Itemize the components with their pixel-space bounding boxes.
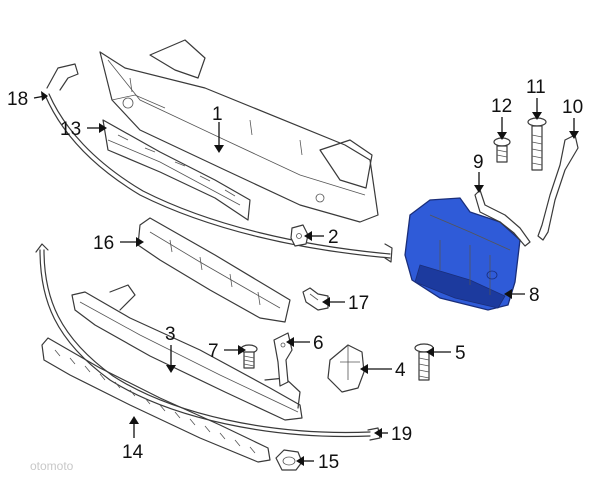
- part-7-bolt: [240, 344, 258, 369]
- callout-labels: 1 2 3 4 5 6 7 8 9 10 11 12 13 14 15 16 1…: [7, 77, 583, 473]
- part-14-grille: [41, 337, 271, 463]
- callout-10: 10: [562, 97, 583, 118]
- watermark-text: otomoto: [30, 459, 74, 473]
- part-9-bracket-strip: [474, 189, 531, 247]
- arrow-17: [322, 297, 330, 307]
- arrow-9: [474, 185, 484, 193]
- callout-9: 9: [473, 152, 484, 173]
- arrow-13: [99, 123, 107, 133]
- arrow-3: [166, 365, 176, 373]
- part-11-bolt: [527, 117, 547, 171]
- arrow-15: [296, 456, 304, 466]
- callout-2: 2: [328, 227, 339, 248]
- arrow-4: [360, 364, 368, 374]
- part-16-lower-deflector: [137, 217, 291, 323]
- callout-19: 19: [391, 424, 412, 445]
- part-8-highlighted-bracket: [404, 197, 521, 311]
- callout-17: 17: [348, 293, 369, 314]
- part-18-wire-strip: [44, 63, 393, 263]
- part-19-lower-strip: [35, 243, 381, 441]
- part-1-reinforcement-beam: [99, 39, 379, 223]
- arrow-6: [286, 337, 294, 347]
- arrow-8: [504, 289, 512, 299]
- callout-14: 14: [122, 442, 144, 463]
- part-3-lower-frame: [71, 284, 303, 421]
- callout-11: 11: [526, 77, 546, 98]
- callout-1: 1: [212, 104, 223, 125]
- arrow-7: [238, 345, 246, 355]
- part-17-bracket: [302, 287, 329, 311]
- arrow-11: [532, 112, 542, 120]
- callout-12: 12: [491, 96, 512, 117]
- part-6-bracket: [273, 332, 293, 387]
- arrow-18: [41, 91, 48, 101]
- part-12-bolt: [493, 137, 511, 163]
- arrow-12: [497, 132, 507, 140]
- callout-7: 7: [208, 341, 219, 362]
- arrow-16: [136, 237, 144, 247]
- leader-arrowheads: [41, 91, 579, 466]
- arrow-19: [374, 428, 382, 438]
- callout-5: 5: [455, 343, 466, 364]
- callout-15: 15: [318, 452, 339, 473]
- part-2-clip: [290, 224, 309, 247]
- arrow-5: [426, 347, 434, 357]
- callout-13: 13: [60, 119, 81, 140]
- part-4-bracket: [327, 344, 365, 393]
- part-10-long-bracket: [537, 134, 579, 241]
- callout-18: 18: [7, 89, 28, 110]
- arrow-2: [304, 231, 312, 241]
- callout-3: 3: [165, 324, 176, 345]
- callout-8: 8: [529, 285, 540, 306]
- callout-4: 4: [395, 360, 406, 381]
- arrow-10: [569, 131, 579, 139]
- callout-16: 16: [93, 233, 114, 254]
- arrow-1: [214, 145, 224, 153]
- arrow-14: [129, 416, 139, 424]
- callout-6: 6: [313, 333, 324, 354]
- part-13-upper-absorber: [102, 119, 251, 221]
